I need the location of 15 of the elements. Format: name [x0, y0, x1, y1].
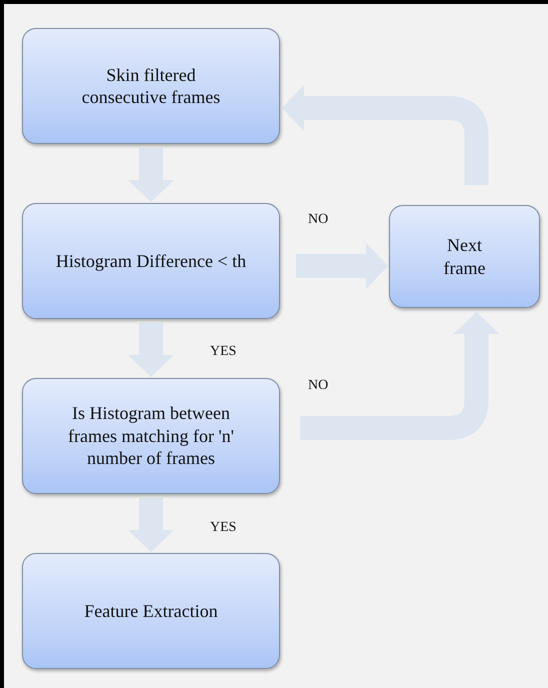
block-arrow	[300, 312, 500, 440]
process-box: Histogram Difference < th	[22, 203, 280, 319]
process-box: Feature Extraction	[22, 553, 280, 669]
process-box: Skin filtered consecutive frames	[22, 28, 280, 144]
block-arrow	[296, 243, 388, 289]
block-arrow	[128, 148, 174, 202]
edge-label: NO	[308, 212, 328, 228]
edge-label: YES	[210, 520, 236, 536]
process-box: Next frame	[389, 205, 540, 308]
edge-label: YES	[210, 344, 236, 360]
edge-label: NO	[308, 378, 328, 394]
block-arrow	[282, 85, 488, 185]
block-arrow	[128, 323, 174, 377]
block-arrow	[128, 498, 174, 552]
process-box: Is Histogram between frames matching for 'n' number of frames	[22, 378, 280, 494]
